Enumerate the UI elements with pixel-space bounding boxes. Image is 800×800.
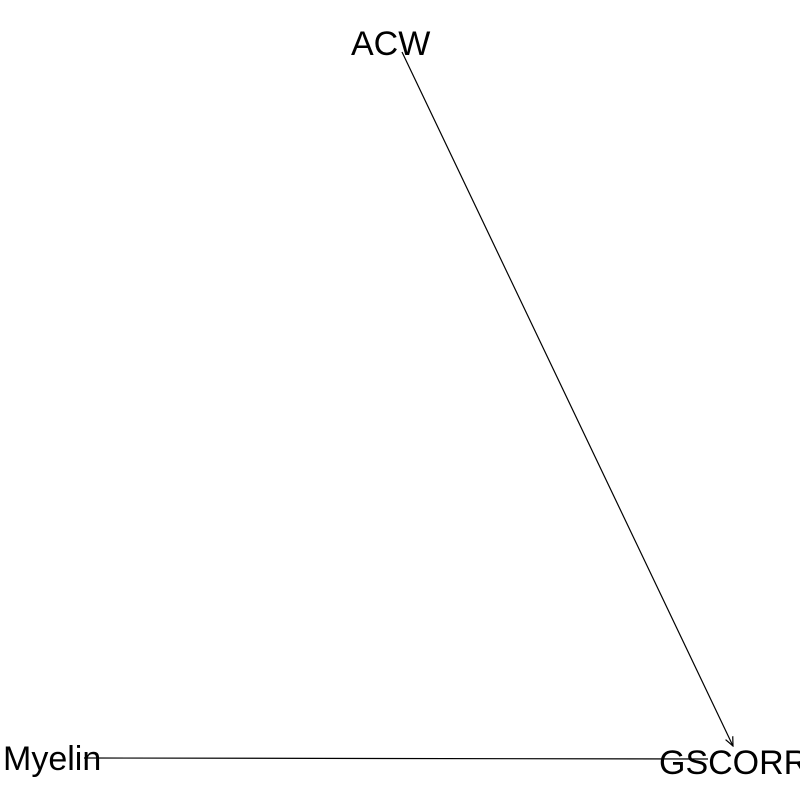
node-label-gscorr: GSCORR xyxy=(659,744,800,782)
edge-acw-to-gscorr xyxy=(401,51,733,746)
edge-myelin-gscorr xyxy=(83,757,709,760)
node-label-acw: ACW xyxy=(351,25,430,63)
node-label-myelin: Myelin xyxy=(3,740,101,778)
